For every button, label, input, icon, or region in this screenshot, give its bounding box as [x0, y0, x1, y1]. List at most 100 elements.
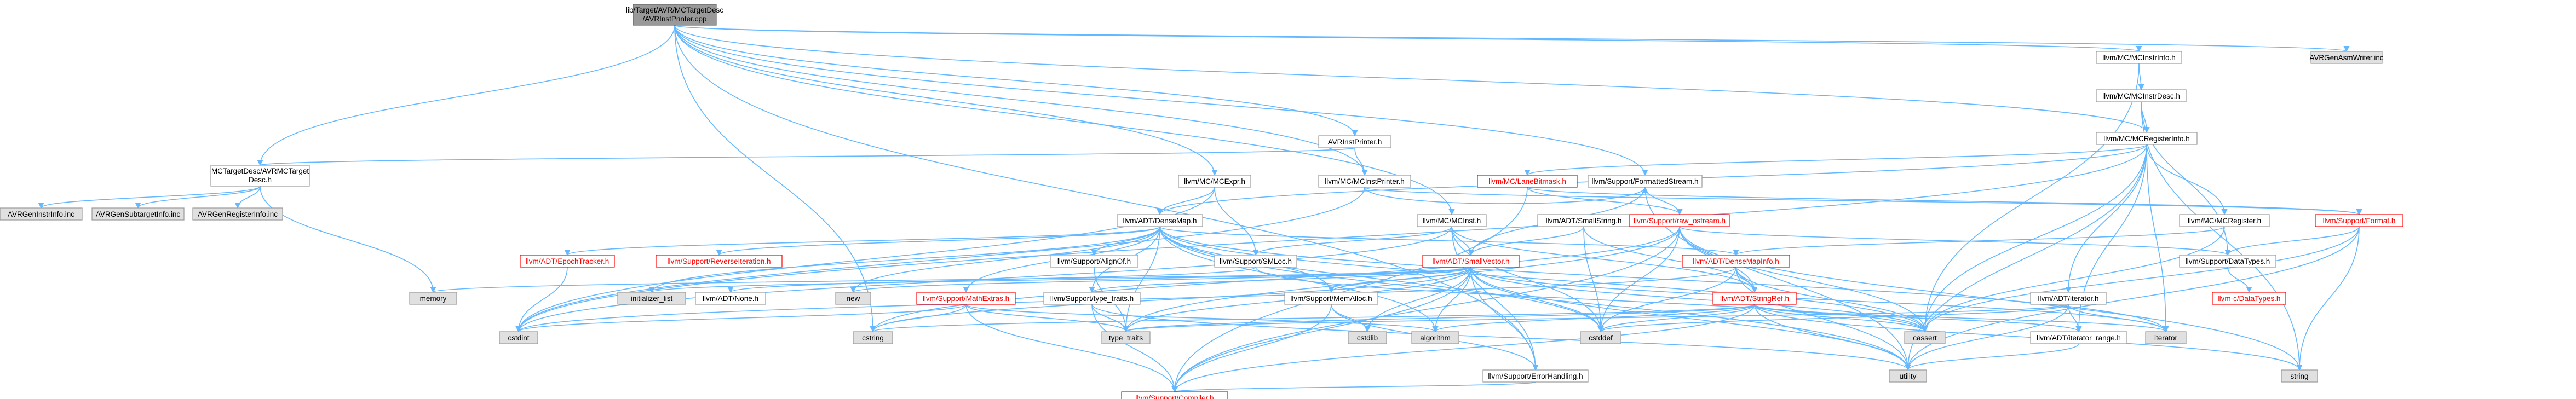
include-node-mcregister[interactable]: llvm/MC/MCRegister.h: [2179, 214, 2270, 227]
include-edge: [1583, 226, 1604, 333]
include-edge: [727, 267, 1256, 293]
node-label: llvm/MC/MCExpr.h: [1184, 177, 1245, 186]
include-node-mcinst[interactable]: llvm/MC/MCInst.h: [1417, 214, 1487, 227]
include-node-none[interactable]: llvm/ADT/None.h: [695, 292, 766, 305]
include-node-densemap[interactable]: llvm/ADT/DenseMap.h: [1117, 214, 1203, 227]
include-edge: [515, 267, 568, 333]
include-edge: [515, 304, 967, 333]
node-box: [1318, 135, 1392, 148]
include-node-mcinstrdesc[interactable]: llvm/MC/MCInstrDesc.h: [2096, 89, 2187, 102]
include-node-format[interactable]: llvm/Support/Format.h: [2315, 214, 2404, 227]
include-node-stringref[interactable]: llvm/ADT/StringRef.h: [1712, 292, 1797, 305]
node-box: [520, 255, 615, 268]
include-node-mcinstinfo[interactable]: llvm/MC/MCInstrInfo.h: [2096, 51, 2182, 64]
node-label: llvm/Support/AlignOf.h: [1057, 257, 1131, 265]
include-edge: [965, 304, 1439, 333]
include-edge: [1468, 226, 1584, 256]
node-box: [1411, 331, 1459, 344]
include-edge: [716, 226, 1160, 256]
include-node-cdatatypes[interactable]: llvm-c/DataTypes.h: [2212, 292, 2286, 305]
node-label: llvm/MC/MCRegister.h: [2188, 217, 2261, 225]
node-box: [1318, 175, 1411, 188]
include-node-memalloc[interactable]: llvm/Support/MemAlloc.h: [1284, 292, 1378, 305]
node-box: [409, 292, 457, 305]
include-node-epoch[interactable]: llvm/ADT/EpochTracker.h: [520, 255, 615, 268]
include-edge: [1451, 226, 1758, 293]
include-node-smallstring[interactable]: llvm/ADT/SmallString.h: [1537, 214, 1630, 227]
include-node-compiler[interactable]: llvm/Support/Compiler.h: [1121, 391, 1228, 399]
include-node-smloc[interactable]: llvm/Support/SMLoc.h: [1214, 255, 1297, 268]
node-label: algorithm: [1420, 334, 1451, 342]
include-edge: [1905, 226, 2360, 371]
include-edge: [1123, 304, 1755, 333]
node-box: [2179, 214, 2270, 227]
node-box: [1580, 331, 1622, 344]
include-node-typetraits-llvm[interactable]: llvm/Support/type_traits.h: [1043, 292, 1141, 305]
node-box: [656, 255, 783, 268]
include-edge: [1645, 187, 1683, 216]
include-edge: [2068, 304, 2082, 333]
include-node-mathextras[interactable]: llvm/Support/MathExtras.h: [916, 292, 1016, 305]
include-node-utility: utility: [1889, 369, 1927, 383]
include-node-algorithm: algorithm: [1411, 331, 1459, 344]
include-edge: [870, 304, 967, 333]
include-node-mcexpr[interactable]: llvm/MC/MCExpr.h: [1178, 175, 1251, 188]
node-label: cstddef: [1589, 334, 1613, 342]
include-edge: [1091, 226, 1160, 256]
node-label: cstdlib: [1357, 334, 1378, 342]
include-edge: [1328, 267, 1471, 293]
include-edge: [1470, 267, 1928, 333]
include-node-mcinstprinter[interactable]: llvm/MC/MCInstPrinter.h: [1318, 175, 1411, 188]
node-box: [2030, 331, 2128, 344]
include-edge: [1735, 267, 1758, 293]
include-node-iterator-llvm[interactable]: llvm/ADT/iterator.h: [2030, 292, 2107, 305]
include-edge: [1922, 226, 2225, 333]
node-box: [2145, 331, 2187, 344]
node-label: MCTargetDesc/AVRMCTarget: [211, 167, 309, 175]
include-edge: [1922, 63, 2140, 333]
include-node-alignof[interactable]: llvm/Support/AlignOf.h: [1050, 255, 1138, 268]
include-node-avrinstprinter-h[interactable]: AVRInstPrinter.h: [1318, 135, 1392, 148]
include-edge: [1171, 304, 1755, 393]
include-node-datatypes[interactable]: llvm/Support/DataTypes.h: [2179, 255, 2276, 268]
node-box: [91, 207, 185, 221]
node-label: iterator: [2154, 334, 2178, 342]
node-label: llvm/Support/FormattedStream.h: [1591, 177, 1698, 186]
node-label: AVRGenInstrInfo.inc: [8, 210, 74, 218]
node-label: llvm/ADT/SmallString.h: [1546, 217, 1622, 225]
include-edge: [135, 186, 261, 209]
include-node-rawostream[interactable]: llvm/Support/raw_ostream.h: [1629, 214, 1730, 227]
include-node-cstdint: cstdint: [499, 331, 538, 344]
include-node-mcreginfo[interactable]: llvm/MC/MCRegisterInfo.h: [2096, 132, 2198, 145]
include-edge: [1171, 226, 1680, 393]
include-edge: [2227, 267, 2252, 293]
include-edge: [2146, 144, 2169, 333]
include-node-densemapinfo[interactable]: llvm/ADT/DenseMapInfo.h: [1682, 255, 1790, 268]
node-box: [1101, 331, 1151, 344]
include-edge: [1159, 226, 1604, 333]
include-node-errhandling[interactable]: llvm/Support/ErrorHandling.h: [1482, 369, 1589, 383]
include-edge: [850, 267, 1471, 293]
include-node-avrgenregister: AVRGenRegisterInfo.inc: [192, 207, 283, 221]
include-node-iterrange[interactable]: llvm/ADT/iterator_range.h: [2030, 331, 2128, 344]
include-node-formatted[interactable]: llvm/Support/FormattedStream.h: [1588, 175, 1703, 188]
node-box: [916, 292, 1016, 305]
include-node-laneb[interactable]: llvm/MC/LaneBitmask.h: [1477, 175, 1578, 188]
node-box: [2096, 51, 2182, 64]
node-box: [1712, 292, 1797, 305]
node-label: initializer_list: [631, 294, 673, 303]
node-label: llvm/ADT/iterator_range.h: [2037, 334, 2121, 342]
include-node-smallvector[interactable]: llvm/ADT/SmallVector.h: [1422, 255, 1520, 268]
include-edge: [2141, 101, 2303, 371]
node-box: [210, 165, 310, 187]
include-edge: [674, 25, 2150, 134]
include-node-reverseiter[interactable]: llvm/Support/ReverseIteration.h: [656, 255, 783, 268]
include-edge: [1470, 267, 1604, 333]
include-edge: [1470, 267, 1911, 371]
include-edge: [1432, 267, 1471, 333]
include-edge: [2141, 101, 2231, 256]
include-edge: [1524, 144, 2147, 176]
node-label: llvm/ADT/iterator.h: [2038, 294, 2098, 303]
